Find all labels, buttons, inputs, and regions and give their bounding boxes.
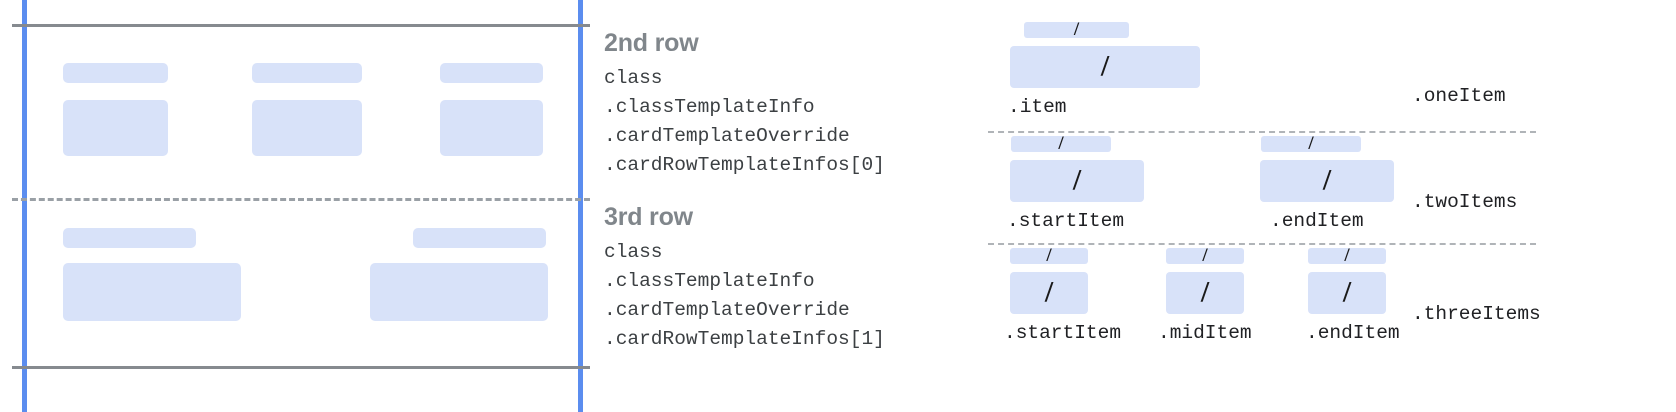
variant-separator-2: [988, 243, 1536, 245]
two-items-start-sub-label: .startItem: [1007, 210, 1125, 232]
three-items-start-cap: /: [1010, 245, 1088, 267]
left-guide-line: [22, 0, 27, 412]
class-line-keyword: class: [604, 67, 663, 89]
class-line-card-template-override: .cardTemplateOverride: [604, 299, 850, 321]
three-items-start-sub-label: .startItem: [1004, 322, 1122, 344]
slash-icon: /: [1200, 275, 1210, 309]
class-line-card-template-override: .cardTemplateOverride: [604, 125, 850, 147]
block-title-3rd-row: 3rd row: [604, 203, 693, 231]
top-border-line: [12, 24, 590, 27]
class-line-keyword: class: [604, 241, 663, 263]
three-items-end-cap: /: [1308, 245, 1386, 267]
one-item-column: / / .item: [1008, 19, 1200, 119]
two-items-start-column: / / .startItem: [1007, 133, 1144, 233]
slash-icon: /: [1100, 49, 1110, 83]
slash-icon: /: [1308, 133, 1314, 155]
variant-label-one-item: .oneItem: [1412, 85, 1506, 107]
one-item-sub-label: .item: [1008, 96, 1067, 118]
row2-cell1-body: [63, 100, 168, 156]
three-items-mid-column: / / .midItem: [1158, 245, 1252, 345]
two-items-end-cap: /: [1261, 133, 1361, 155]
three-items-start-body: /: [1010, 272, 1088, 314]
slash-icon: /: [1344, 245, 1350, 267]
variant-two-items: / / .startItem / / .endItem .twoItems: [988, 133, 1676, 244]
class-block-3rd-row: 3rd row class .classTemplateInfo .cardTe…: [604, 202, 885, 354]
row2-cell2-cap: [252, 63, 362, 83]
three-items-start-column: / / .startItem: [1004, 245, 1121, 345]
row3-cell1-cap: [63, 228, 196, 248]
slash-icon: /: [1046, 245, 1052, 267]
variant-one-item: / / .item .oneItem: [988, 19, 1676, 130]
two-items-start-cap: /: [1011, 133, 1111, 155]
row3-cell1-body: [63, 263, 241, 321]
two-items-end-body: /: [1260, 160, 1394, 202]
class-line-class-template-info: .classTemplateInfo: [604, 270, 815, 292]
variant-separator-1: [988, 131, 1536, 133]
one-item-body: /: [1010, 46, 1200, 88]
three-items-mid-sub-label: .midItem: [1158, 322, 1252, 344]
row2-cell3-cap: [440, 63, 543, 83]
class-line-card-row-template-infos: .cardRowTemplateInfos[0]: [604, 154, 885, 176]
block-title-2nd-row: 2nd row: [604, 29, 699, 57]
one-item-cap: /: [1024, 19, 1129, 41]
variant-label-two-items: .twoItems: [1412, 191, 1518, 213]
card-preview-panel: [0, 0, 596, 412]
slash-icon: /: [1342, 275, 1352, 309]
bottom-border-line: [12, 366, 590, 369]
variant-three-items: / / .startItem / / .midItem /: [988, 245, 1676, 356]
two-items-end-sub-label: .endItem: [1270, 210, 1364, 232]
slash-icon: /: [1058, 133, 1064, 155]
slash-icon: /: [1073, 19, 1080, 41]
three-items-end-sub-label: .endItem: [1306, 322, 1400, 344]
slash-icon: /: [1322, 163, 1332, 197]
row-divider-line: [12, 198, 590, 201]
two-items-end-column: / / .endItem: [1260, 133, 1394, 233]
three-items-end-body: /: [1308, 272, 1386, 314]
variant-label-three-items: .threeItems: [1412, 303, 1541, 325]
class-block-2nd-row: 2nd row class .classTemplateInfo .cardTe…: [604, 28, 885, 180]
row2-cell3-body: [440, 100, 543, 156]
row2-cell1-cap: [63, 63, 168, 83]
row3-cell2-cap: [413, 228, 546, 248]
slash-icon: /: [1044, 275, 1054, 309]
three-items-mid-cap: /: [1166, 245, 1244, 267]
class-line-card-row-template-infos: .cardRowTemplateInfos[1]: [604, 328, 885, 350]
right-guide-line: [578, 0, 583, 412]
slash-icon: /: [1202, 245, 1208, 267]
two-items-start-body: /: [1010, 160, 1144, 202]
three-items-mid-body: /: [1166, 272, 1244, 314]
row2-cell2-body: [252, 100, 362, 156]
class-line-class-template-info: .classTemplateInfo: [604, 96, 815, 118]
three-items-end-column: / / .endItem: [1306, 245, 1400, 345]
class-path-panel: 2nd row class .classTemplateInfo .cardTe…: [604, 0, 974, 412]
row-template-variants-panel: / / .item .oneItem / / .startItem: [988, 0, 1676, 412]
slash-icon: /: [1072, 163, 1082, 197]
row3-cell2-body: [370, 263, 548, 321]
